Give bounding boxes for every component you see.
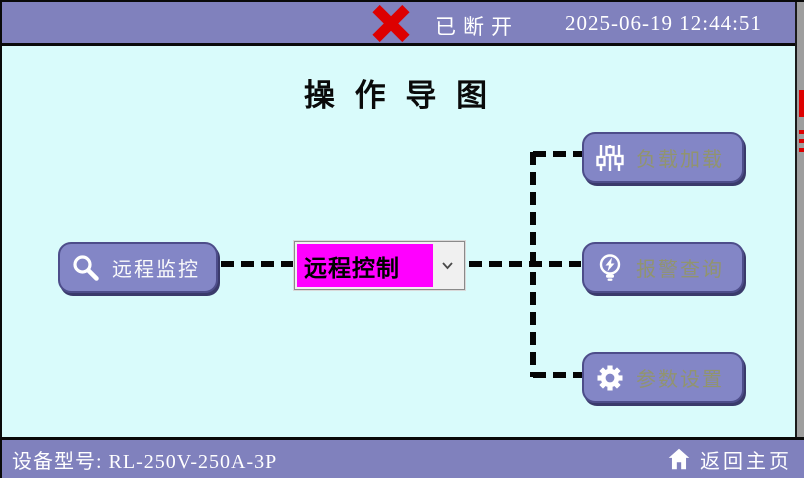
home-icon [668,448,690,470]
remote-monitor-label: 远程监控 [112,259,200,281]
dashed-connector-top [533,151,582,157]
disconnected-x-icon [372,5,410,42]
dashed-connector-left [221,261,293,267]
load-setup-label: 负载加载 [636,149,724,171]
sliders-icon [596,144,624,171]
mode-dropdown[interactable]: 远程控制 [294,241,465,290]
dashed-connector-vertical [530,152,536,377]
gear-icon [597,365,623,390]
load-setup-button[interactable]: 负载加载 [582,132,744,183]
home-button[interactable]: 返回主页 [666,445,792,474]
dropdown-arrow-button[interactable] [433,244,462,287]
alarm-query-button[interactable]: 报警查询 [582,242,744,293]
clipped-red-artifact [799,90,804,117]
dashed-connector-bottom [533,372,582,378]
magnifier-icon [73,254,99,281]
datetime-text: 2025-06-19 12:44:51 [565,11,762,35]
parameter-settings-button[interactable]: 参数设置 [582,352,744,403]
clipped-red-artifact [799,139,804,143]
clipped-red-artifact [799,130,804,134]
right-edge-strip [795,2,804,439]
page-title: 操 作 导 图 [303,78,494,113]
home-button-label: 返回主页 [700,450,792,473]
remote-monitor-button[interactable]: 远程监控 [58,242,218,293]
device-model-text: 设备型号: RL-250V-250A-3P [12,450,278,473]
clipped-red-artifact [799,148,804,152]
connection-status-text: 已断开 [435,15,519,39]
dashed-connector-center [469,261,581,267]
alarm-query-label: 报警查询 [636,259,724,281]
chevron-down-icon [442,262,453,270]
mode-dropdown-value: 远程控制 [297,244,433,287]
header-bar: 已断开 2025-06-19 12:44:51 [2,2,795,46]
alarm-bulb-icon [599,253,621,281]
parameter-settings-label: 参数设置 [636,369,724,391]
footer-bar: 设备型号: RL-250V-250A-3P 返回主页 [2,437,804,478]
